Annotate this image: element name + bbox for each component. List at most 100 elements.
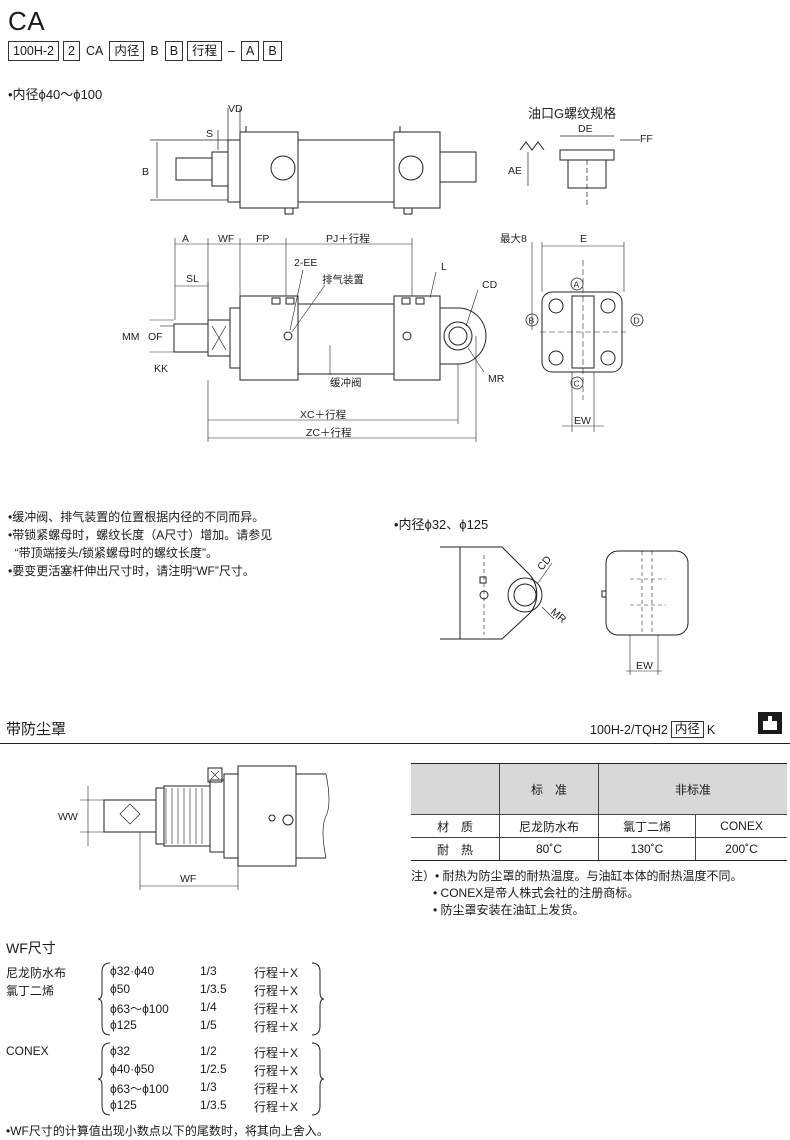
boot-label-ww: WW	[58, 811, 78, 823]
small-label-cd: CD	[535, 553, 554, 573]
table-notes: 注）• 耐热为防尘罩的耐热温度。与油缸本体的耐热温度不同。 • CONEX是帝人…	[411, 868, 743, 919]
circle-label-c: C	[574, 379, 580, 389]
label-mr: MR	[488, 373, 505, 385]
model-code-part: 行程	[187, 41, 223, 61]
section-code-prefix: 100H-2/TQH2	[590, 722, 668, 737]
wf-formula: 行程＋X	[254, 984, 299, 998]
wf-ratio: 1/3	[200, 964, 217, 978]
section-divider	[0, 715, 790, 744]
label-de: DE	[578, 123, 593, 135]
table-header-cell: 标 准	[499, 763, 599, 815]
label-xc: XC＋行程	[300, 408, 347, 421]
label-max8: 最大8	[500, 232, 527, 245]
section-model-code: 100H-2/TQH2 内径 K	[590, 721, 715, 738]
side-view	[150, 238, 487, 442]
circle-label-b: B	[529, 316, 535, 326]
wf-footnote: •WF尺寸的计算值出现小数点以下的尾数时，将其向上舍入。	[6, 1124, 329, 1138]
wf-bore: ϕ125	[110, 1098, 137, 1112]
bore-heading-32-125: •内径ϕ32、ϕ125	[394, 517, 489, 532]
wf-bracket-right	[311, 1042, 324, 1116]
label-ew: EW	[574, 415, 591, 427]
wf-formula: 行程＋X	[254, 1020, 299, 1034]
label-mm: MM	[122, 331, 140, 343]
top-view	[150, 108, 477, 215]
model-code-part: B	[164, 41, 184, 61]
page-title: CA	[8, 6, 46, 36]
wf-material: 氯丁二烯	[6, 984, 55, 998]
bore-heading-40-100: •内径ϕ40～ϕ100	[8, 87, 103, 102]
model-code-part: B	[263, 41, 282, 61]
label-ae: AE	[508, 165, 522, 177]
table-cell: 耐 热	[411, 837, 500, 861]
dust-boot-spec-table: 标 准 非标准 材 质 尼龙防水布 氯丁二烯 CONEX 耐 热 80˚C 13…	[411, 763, 787, 861]
label-wf: WF	[218, 233, 234, 245]
wf-formula: 行程＋X	[254, 1100, 299, 1114]
table-row: 耐 热 80˚C 130˚C 200˚C	[411, 837, 787, 861]
label-sl: SL	[186, 273, 199, 285]
label-pj: PJ＋行程	[326, 232, 370, 245]
wf-bore: ϕ63～ϕ100	[110, 1002, 169, 1016]
dust-boot-icon	[758, 712, 782, 734]
model-code-part: CA	[85, 44, 104, 58]
label-e: E	[580, 233, 587, 245]
label-s: S	[206, 128, 213, 140]
table-header-cell	[411, 763, 500, 815]
label-air-vent: 排气装置	[322, 273, 364, 286]
cylinder-drawing: VD S B 油口G螺纹规格 DE FF AE	[122, 103, 653, 442]
model-code-part: B	[150, 44, 159, 58]
wf-bore: ϕ32	[110, 1044, 131, 1058]
wf-bracket-left	[98, 962, 111, 1036]
table-note: 注）• 耐热为防尘罩的耐热温度。与油缸本体的耐热温度不同。	[411, 869, 743, 883]
note-item: •带锁紧螺母时，螺纹长度（A尺寸）增加。请参见	[8, 528, 273, 542]
model-code: 100H-2 2 CA 内径 B B 行程 – A B	[8, 40, 282, 62]
label-a: A	[182, 233, 189, 245]
model-code-part: 100H-2	[8, 41, 59, 61]
table-cell: 材 质	[411, 814, 500, 838]
wf-bore: ϕ125	[110, 1018, 137, 1032]
section-title: 带防尘罩	[6, 721, 67, 738]
wf-formula: 行程＋X	[254, 1082, 299, 1096]
wf-ratio: 1/3.5	[200, 982, 227, 996]
section-code-suffix: K	[706, 722, 716, 737]
table-note: • CONEX是帝人株式会社的注册商标。	[433, 886, 640, 900]
wf-ratio: 1/3	[200, 1080, 217, 1094]
label-cd: CD	[482, 279, 498, 291]
wf-size-title: WF尺寸	[6, 940, 56, 956]
wf-bore: ϕ32·ϕ40	[110, 964, 155, 978]
table-header-row: 标 准 非标准	[411, 763, 787, 815]
wf-material: CONEX	[6, 1044, 49, 1058]
wf-formula: 行程＋X	[254, 966, 299, 980]
label-l: L	[441, 261, 447, 273]
circle-label-a: A	[574, 280, 580, 290]
wf-material: 尼龙防水布	[6, 966, 67, 980]
boot-label-wf: WF	[180, 873, 196, 885]
model-code-part: –	[228, 44, 235, 58]
wf-bore: ϕ40·ϕ50	[110, 1062, 155, 1076]
wf-bracket-left	[98, 1042, 111, 1116]
label-zc: ZC＋行程	[306, 426, 352, 439]
table-note: • 防尘罩安装在油缸上发货。	[433, 903, 585, 917]
small-label-mr: MR	[548, 606, 569, 626]
end-view	[525, 242, 644, 432]
table-cell: 80˚C	[499, 837, 599, 861]
table-row: 材 质 尼龙防水布 氯丁二烯 CONEX	[411, 814, 787, 838]
note-item: “带顶端接头/锁紧螺母时的螺纹长度”。	[8, 546, 218, 560]
label-fp: FP	[256, 233, 269, 245]
wf-bracket-right	[311, 962, 324, 1036]
small-label-ew: EW	[636, 660, 653, 672]
label-of: OF	[148, 331, 163, 343]
dust-boot-drawing: WW WF	[58, 765, 330, 890]
wf-ratio: 1/2	[200, 1044, 217, 1058]
wf-formula: 行程＋X	[254, 1064, 299, 1078]
model-code-part: 内径	[109, 41, 145, 61]
table-cell: CONEX	[695, 814, 787, 838]
note-item: •缓冲阀、排气装置的位置根据内径的不同而异。	[8, 510, 265, 524]
drawing-notes: •缓冲阀、排气装置的位置根据内径的不同而异。 •带锁紧螺母时，螺纹长度（A尺寸）…	[8, 508, 272, 580]
port-spec-title: 油口G螺纹规格	[528, 106, 616, 121]
wf-ratio: 1/2.5	[200, 1062, 227, 1076]
wf-bore: ϕ63～ϕ100	[110, 1082, 169, 1096]
label-ee: 2-EE	[294, 257, 317, 269]
wf-ratio: 1/3.5	[200, 1098, 227, 1112]
wf-ratio: 1/4	[200, 1000, 217, 1014]
table-cell: 200˚C	[695, 837, 787, 861]
